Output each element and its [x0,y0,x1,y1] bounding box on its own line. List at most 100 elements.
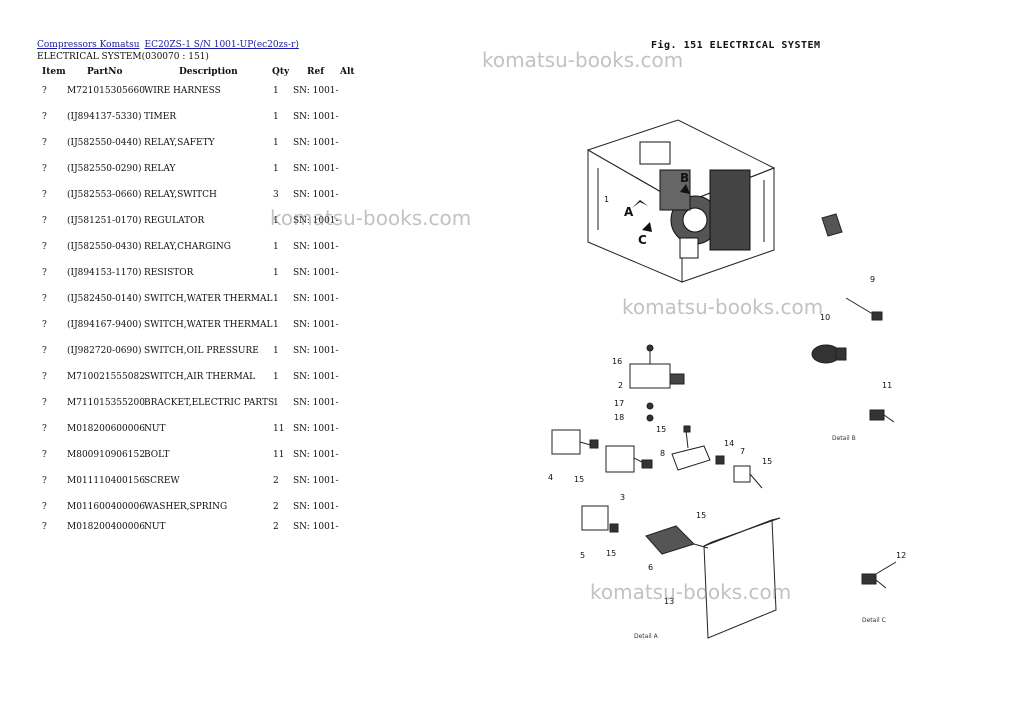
cell-description: BRACKET,ELECTRIC PARTS [144,398,275,408]
regulator-icon [671,425,711,471]
callout-10: 10 [820,313,830,322]
cell-ref: SN: 1001- [293,450,339,460]
cell-partno: (IJ894167-9400) [67,320,142,330]
callout-7: 7 [740,447,745,456]
header-alt: Alt [340,67,355,77]
breadcrumb-link-compressors[interactable]: Compressors Komatsu [37,40,140,50]
callout-17: 17 [614,399,624,408]
callout-5: 5 [580,551,585,560]
watermark: komatsu-books.com [482,48,684,72]
cell-item: ? [42,502,47,512]
cell-item: ? [42,216,47,226]
cell-partno: (IJ982720-0690) [67,346,142,356]
oil-pressure-switch-icon [811,344,847,364]
relay-safety-icon [551,429,599,455]
cell-partno: (IJ582553-0660) [67,190,142,200]
cell-description: RELAY,SWITCH [144,190,217,200]
clip-icon [821,213,843,237]
cell-description: SWITCH,WATER THERMAL [144,294,273,304]
cell-qty: 11 [273,424,285,434]
cell-description: RELAY [144,164,176,174]
cell-qty: 1 [273,372,279,382]
cell-ref: SN: 1001- [293,476,339,486]
callout-9: 9 [870,275,875,284]
watermark: komatsu-books.com [590,580,792,604]
cell-item: ? [42,242,47,252]
cell-ref: SN: 1001- [293,424,339,434]
cell-qty: 2 [273,502,279,512]
cell-partno: M721015305660 [67,86,145,96]
cell-item: ? [42,320,47,330]
header-ref: Ref [307,67,325,77]
view-label-b: B [680,171,689,185]
cell-item: ? [42,346,47,356]
cell-item: ? [42,522,47,532]
parts-table-header: Item PartNo Description Qty Ref Alt [37,67,367,81]
cell-ref: SN: 1001- [293,372,339,382]
cell-partno: M800910906152 [67,450,145,460]
watermark: komatsu-books.com [270,206,472,230]
cell-qty: 1 [273,320,279,330]
cell-ref: SN: 1001- [293,320,339,330]
cell-qty: 1 [273,216,279,226]
callout-18: 18 [614,413,624,422]
cell-description: TIMER [144,112,177,122]
cell-ref: SN: 1001- [293,294,339,304]
cell-ref: SN: 1001- [293,242,339,252]
callout-14: 14 [724,439,734,448]
callout-15e: 15 [696,511,706,520]
air-thermal-switch-icon [869,409,895,423]
cell-qty: 1 [273,164,279,174]
bracket-electric-parts-icon [703,517,781,639]
cell-item: ? [42,398,47,408]
cell-qty: 1 [273,346,279,356]
breadcrumb-link-model[interactable]: EC20ZS-1 S/N 1001-UP(ec20zs-r) [144,40,299,50]
detail-c-label: Detail C [862,617,886,624]
cell-description: RELAY,SAFETY [144,138,215,148]
cell-description: SWITCH,AIR THERMAL [144,372,256,382]
callout-15d: 15 [606,549,616,558]
cell-description: SWITCH,OIL PRESSURE [144,346,259,356]
header-description: Description [179,67,238,77]
cell-ref: SN: 1001- [293,268,339,278]
parts-diagram: A B C 1 9 10 11 Detail B 16 2 17 18 4 15 [548,119,906,640]
cell-item: ? [42,268,47,278]
cell-partno: M011110400156 [67,476,145,486]
cell-description: WASHER,SPRING [144,502,228,512]
cell-partno: (IJ582450-0140) [67,294,142,304]
callout-16: 16 [612,357,622,366]
cell-ref: SN: 1001- [293,522,339,532]
cell-ref: SN: 1001- [293,502,339,512]
detail-b-label: Detail B [832,435,856,442]
cell-partno: (IJ582550-0290) [67,164,142,174]
cell-description: WIRE HARNESS [144,86,221,96]
view-label-c: C [638,233,647,247]
callout-15a: 15 [574,475,584,484]
callout-2: 2 [618,381,623,390]
header-qty: Qty [272,67,290,77]
cell-ref: SN: 1001- [293,86,339,96]
callout-15b: 15 [656,425,666,434]
callout-13: 13 [664,597,674,606]
callout-8: 8 [660,449,665,458]
cell-qty: 2 [273,476,279,486]
callout-3: 3 [620,493,625,502]
cell-item: ? [42,138,47,148]
cell-qty: 3 [273,190,279,200]
cell-qty: 1 [273,398,279,408]
cell-ref: SN: 1001- [293,138,339,148]
relay-icon [605,445,653,473]
callout-6: 6 [648,563,653,572]
